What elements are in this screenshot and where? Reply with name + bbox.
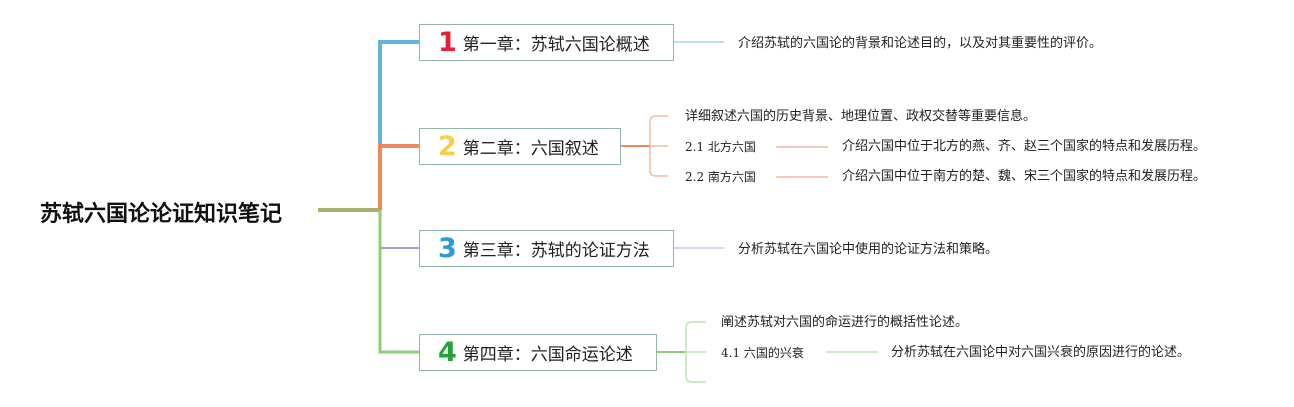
chapter-3-number: 3: [438, 233, 457, 264]
chapter-2-1-desc[interactable]: 介绍六国中位于北方的燕、齐、赵三个国家的特点和发展历程。: [842, 139, 1207, 154]
chapter-2-number: 2: [438, 131, 457, 162]
trunk-ch4: [378, 210, 420, 354]
chapter-2-node[interactable]: 2 第二章：六国叙述: [419, 128, 621, 165]
chapter-2-summary[interactable]: 详细叙述六国的历史背景、地理位置、政权交替等重要信息。: [685, 109, 1037, 124]
trunk-ch3: [379, 210, 420, 249]
chapter-1-summary[interactable]: 介绍苏轼的六国论的背景和论述目的，以及对其重要性的评价。: [738, 36, 1103, 51]
chapter-4-number: 4: [438, 337, 457, 368]
chapter-1-title: 第一章：苏轼六国论概述: [462, 35, 650, 55]
chapter-1-number: 1: [438, 27, 457, 58]
chapter-2-title: 第二章：六国叙述: [462, 139, 599, 159]
root-topic[interactable]: 苏轼六国论论证知识笔记: [40, 202, 283, 227]
chapter-2-2-desc[interactable]: 介绍六国中位于南方的楚、魏、宋三个国家的特点和发展历程。: [842, 169, 1207, 184]
chapter-1-node[interactable]: 1 第一章：苏轼六国论概述: [419, 24, 674, 61]
chapter-3-node[interactable]: 3 第三章：苏轼的论证方法: [419, 230, 674, 267]
trunk-ch2: [378, 144, 420, 210]
chapter-2-1-label[interactable]: 2.1 北方六国: [685, 140, 756, 154]
chapter-4-node[interactable]: 4 第四章：六国命运论述: [419, 334, 657, 371]
chapter-4-title: 第四章：六国命运论述: [462, 345, 633, 365]
chapter-3-title: 第三章：苏轼的论证方法: [462, 241, 650, 261]
trunk-ch1: [378, 40, 420, 210]
chapter-4-summary[interactable]: 阐述苏轼对六国的命运进行的概括性论述。: [721, 315, 969, 330]
chapter-2-2-label[interactable]: 2.2 南方六国: [685, 170, 756, 184]
chapter-4-1-desc[interactable]: 分析苏轼在六国论中对六国兴衰的原因进行的论述。: [891, 345, 1191, 360]
chapter-4-1-label[interactable]: 4.1 六国的兴衰: [721, 346, 804, 360]
chapter-3-summary[interactable]: 分析苏轼在六国论中使用的论证方法和策略。: [738, 242, 999, 257]
